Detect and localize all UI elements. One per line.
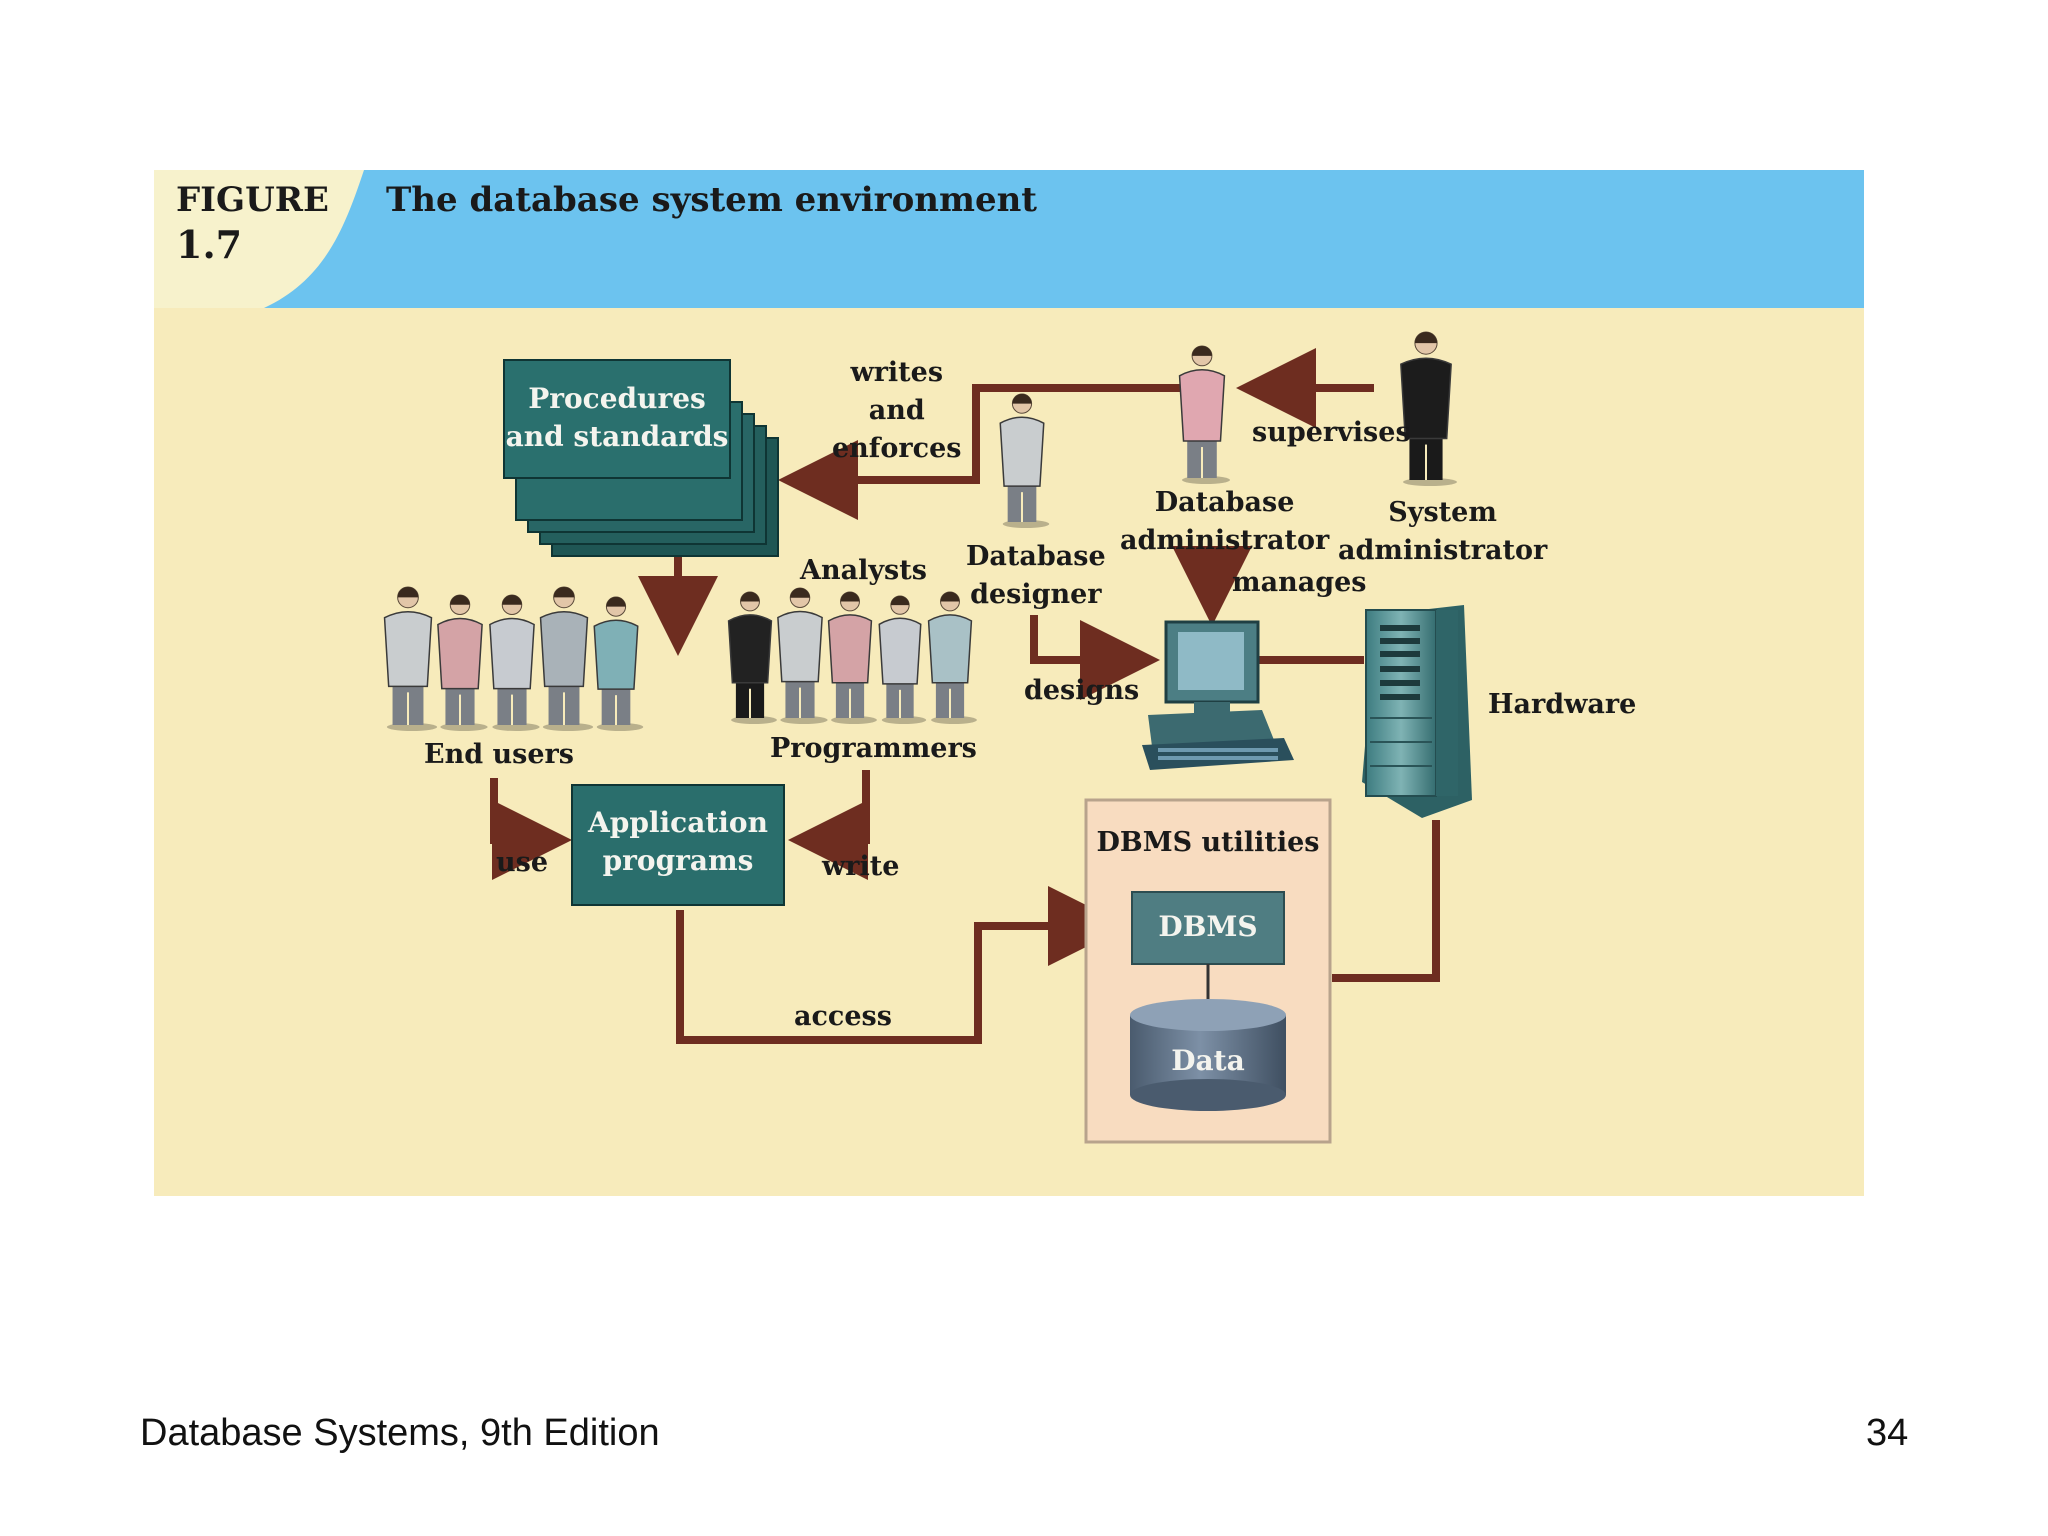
system-administrator-label: System administrator <box>1338 497 1548 566</box>
analysts-label: Analysts <box>800 555 927 586</box>
programmers-label: Programmers <box>770 733 977 764</box>
programmer-figure-icon <box>878 595 927 724</box>
use-label: use <box>496 847 549 878</box>
arrow-access <box>676 886 1128 1044</box>
hardware-server-icon <box>1362 605 1472 818</box>
end-user-figure-icon <box>539 586 594 731</box>
diagram-canvas <box>154 170 1864 1196</box>
designs-label: designs <box>1024 675 1140 706</box>
link-hardware-utilities <box>1332 820 1440 982</box>
figure-label: FIGURE <box>176 180 329 220</box>
system-administrator-figure-icon <box>1400 331 1457 486</box>
figure-tab <box>154 170 364 308</box>
figure-background <box>154 170 1864 1196</box>
database-designer-figure-icon <box>999 393 1050 528</box>
application-programs-label: Application programs <box>588 806 768 877</box>
arrow-writes-and-enforces <box>778 384 1184 520</box>
manages-label: manages <box>1232 567 1367 598</box>
programmer-figure-icon <box>727 591 777 724</box>
data-cylinder <box>1130 999 1286 1111</box>
data-label: Data <box>1171 1044 1245 1077</box>
arrow-designs <box>1030 615 1160 700</box>
supervises-label: supervises <box>1252 417 1411 448</box>
header-band <box>154 170 1864 308</box>
end-user-figure-icon <box>489 594 540 731</box>
write-label: write <box>822 851 900 882</box>
programmer-figure-icon <box>777 587 828 724</box>
programmer-figure-icon <box>927 591 977 724</box>
footer-page-number: 34 <box>1866 1412 1909 1454</box>
access-label: access <box>794 1001 892 1032</box>
procedures-label: Procedures and standards <box>505 382 729 453</box>
end-user-figure-icon <box>593 596 644 731</box>
database-administrator-figure-icon <box>1178 345 1231 484</box>
computer-icon <box>1142 620 1294 770</box>
writes-and-enforces-label: writes and enforces <box>832 357 962 464</box>
procedures-stack <box>503 359 779 557</box>
hardware-label: Hardware <box>1488 689 1637 720</box>
figure-number: 1.7 <box>176 222 243 267</box>
end-users-label: End users <box>424 739 574 770</box>
database-administrator-label: Database administrator <box>1120 487 1330 556</box>
figure-title: The database system environment <box>386 180 1037 220</box>
connectors <box>490 348 1440 1044</box>
arrow-use <box>490 778 572 880</box>
people-figures <box>383 331 1457 731</box>
arrow-write <box>788 770 870 880</box>
dbms-utilities-label: DBMS utilities <box>1096 827 1320 858</box>
application-programs-box <box>571 784 785 906</box>
figure-database-system-environment: FIGURE 1.7 The database system environme… <box>154 170 1864 1196</box>
dbms-label: DBMS <box>1158 910 1258 943</box>
end-user-figure-icon <box>383 586 438 731</box>
database-designer-label: Database designer <box>966 541 1106 610</box>
end-user-figure-icon <box>437 594 488 731</box>
footer-book-title: Database Systems, 9th Edition <box>140 1412 660 1454</box>
programmer-figure-icon <box>827 591 877 724</box>
